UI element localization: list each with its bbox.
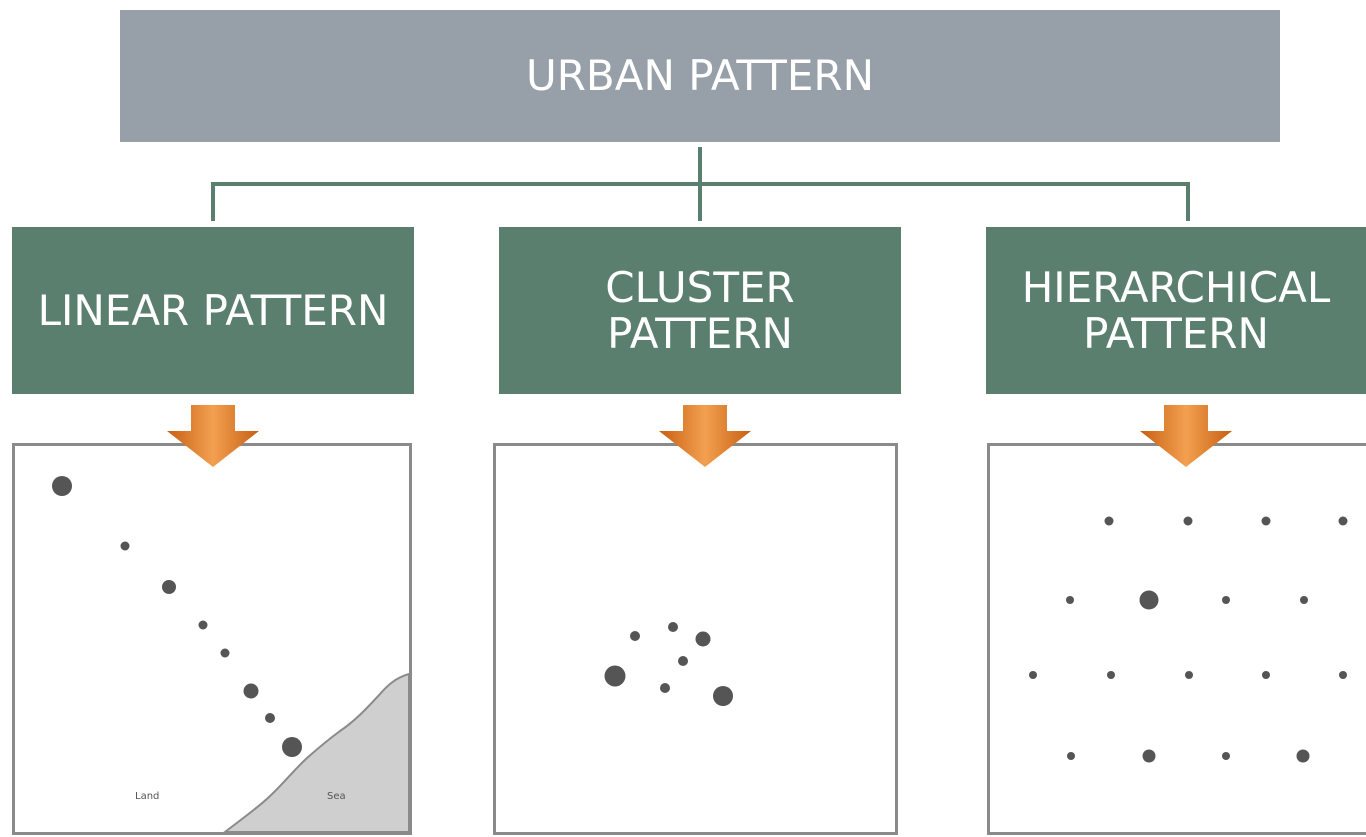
arrow-down-icon xyxy=(659,405,751,467)
settlement-dot xyxy=(1261,516,1271,526)
cluster-pattern-label: CLUSTER PATTERN xyxy=(605,263,795,358)
settlement-dot xyxy=(713,686,733,706)
settlement-dot xyxy=(1066,596,1074,604)
cluster-pattern-box: CLUSTER PATTERN xyxy=(499,227,901,394)
settlement-dot xyxy=(265,713,275,723)
hierarchical-pattern-label: HIERARCHICAL PATTERN xyxy=(1021,263,1331,358)
settlement-dot xyxy=(1300,596,1308,604)
linear-pattern-map: Land Sea xyxy=(12,443,412,835)
settlement-dot xyxy=(1029,671,1037,679)
settlement-dot xyxy=(1142,749,1156,763)
settlement-dot xyxy=(1262,671,1270,679)
settlement-dot xyxy=(604,665,626,687)
settlement-dot xyxy=(660,683,670,693)
settlement-dot xyxy=(695,631,711,647)
settlement-dot xyxy=(1338,516,1348,526)
linear-pattern-box: LINEAR PATTERN xyxy=(12,227,414,394)
connector-left xyxy=(211,182,215,221)
settlement-dot xyxy=(1107,671,1115,679)
settlement-dot xyxy=(120,541,130,551)
cluster-pattern-map xyxy=(493,443,898,835)
settlement-dot xyxy=(282,737,302,757)
settlement-dot xyxy=(678,656,688,666)
settlement-dot xyxy=(162,580,176,594)
settlement-dot xyxy=(1067,752,1075,760)
connector-horizontal xyxy=(211,182,1190,186)
settlement-dot xyxy=(630,631,640,641)
sea-area xyxy=(223,672,409,832)
arrow-down-icon xyxy=(167,405,259,467)
settlement-dot xyxy=(220,648,230,658)
hierarchical-pattern-box: HIERARCHICAL PATTERN xyxy=(986,227,1366,394)
settlement-dot xyxy=(668,622,678,632)
linear-pattern-label: LINEAR PATTERN xyxy=(37,285,389,335)
land-label: Land xyxy=(135,791,160,802)
settlement-dot xyxy=(1339,671,1347,679)
settlement-dot xyxy=(52,476,72,496)
sea-label: Sea xyxy=(327,791,346,802)
settlement-dot xyxy=(1139,590,1159,610)
settlement-dot xyxy=(243,683,259,699)
settlement-dot xyxy=(1296,749,1310,763)
urban-pattern-box: URBAN PATTERN xyxy=(120,10,1280,142)
connector-right xyxy=(1186,182,1190,221)
urban-pattern-title: URBAN PATTERN xyxy=(525,51,875,101)
settlement-dot xyxy=(1222,596,1230,604)
settlement-dot xyxy=(1183,516,1193,526)
settlement-dot xyxy=(1104,516,1114,526)
hierarchical-pattern-map xyxy=(987,443,1366,835)
settlement-dot xyxy=(198,620,208,630)
settlement-dot xyxy=(1222,752,1230,760)
settlement-dot xyxy=(1185,671,1193,679)
arrow-down-icon xyxy=(1140,405,1232,467)
